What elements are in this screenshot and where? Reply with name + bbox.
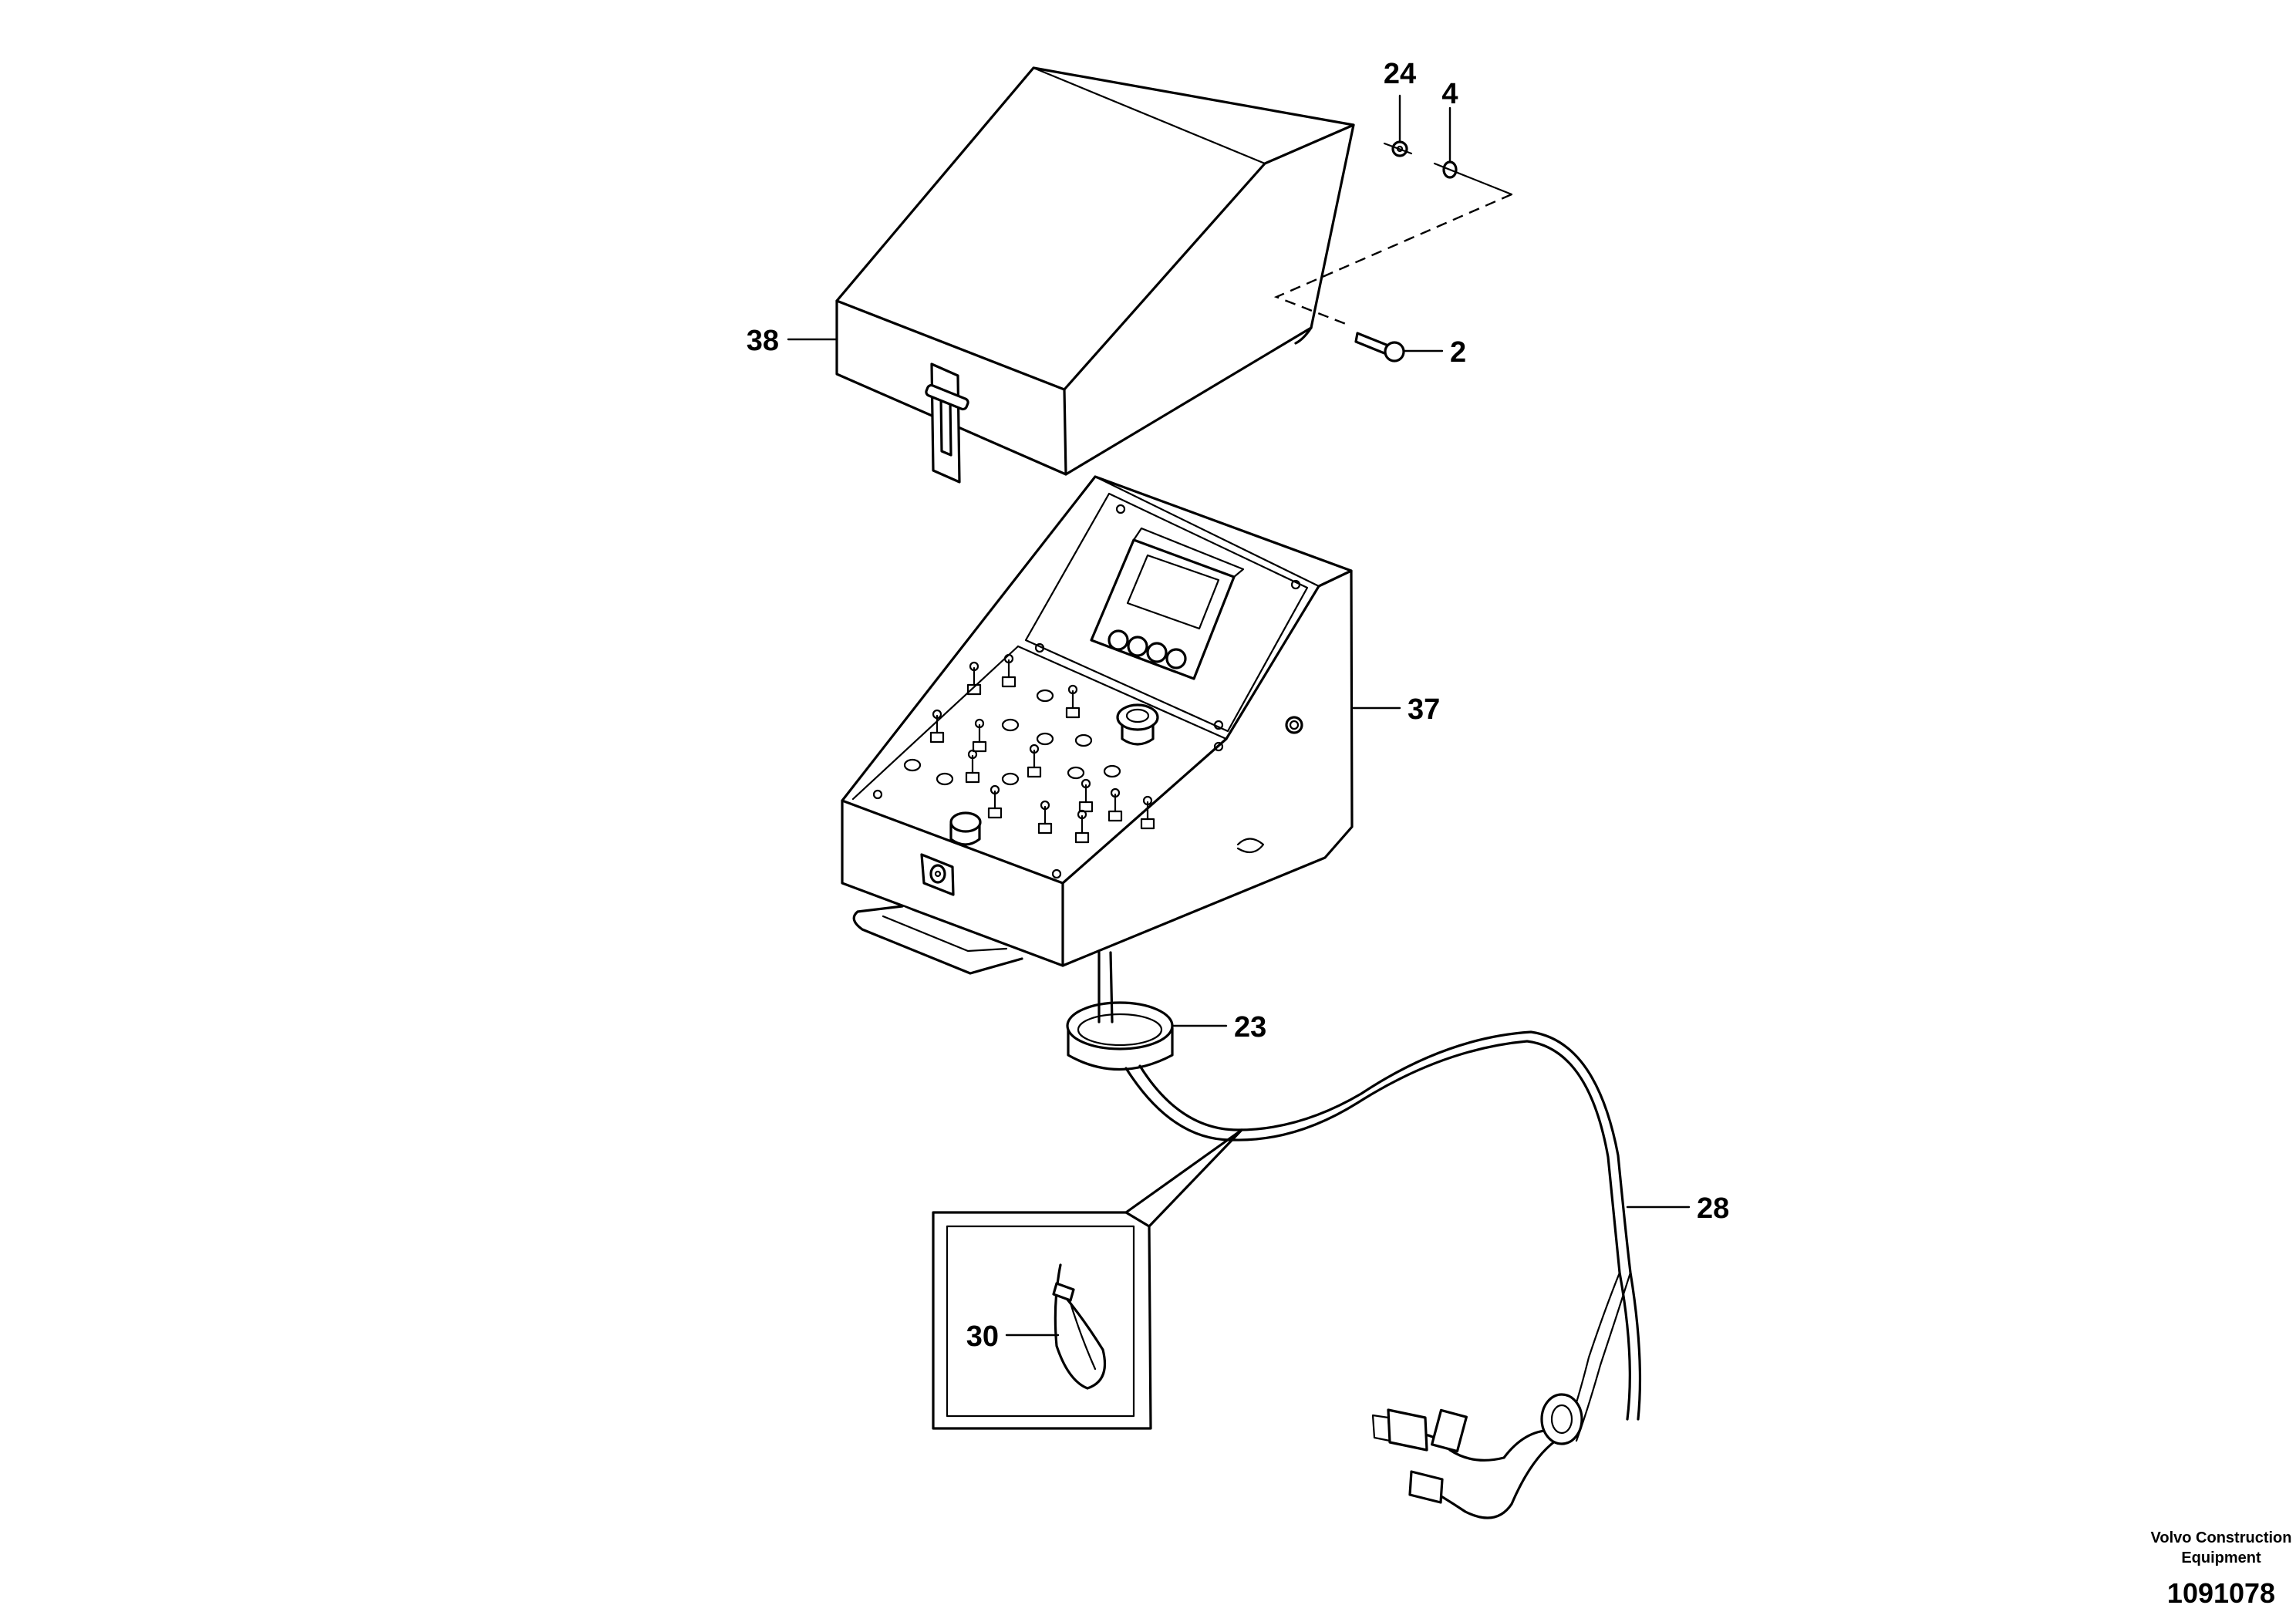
cover-illustration (835, 66, 1355, 484)
fasteners-illustration (1273, 140, 1513, 363)
company-name-line1: Volvo Construction (2151, 1529, 2292, 1546)
callout-4: 4 (1441, 78, 1458, 110)
drawing-number: 1091078 (2167, 1577, 2275, 1609)
callout-37: 37 (1408, 693, 1440, 726)
push-button (949, 811, 982, 846)
callout-23: 23 (1234, 1011, 1266, 1044)
toggle-switches (929, 653, 1155, 844)
detail-inset (932, 1128, 1243, 1430)
indicator-lamps (903, 689, 1121, 786)
callout-28: 28 (1697, 1192, 1729, 1225)
front-lock (920, 853, 955, 896)
callout-30: 30 (966, 1320, 999, 1353)
emergency-stop-button (1116, 703, 1159, 746)
control-box-illustration (841, 475, 1354, 975)
callout-2: 2 (1450, 336, 1466, 369)
cable-harness-illustration (1124, 1030, 1642, 1519)
leader-lines (787, 94, 1691, 1337)
company-name-line2: Equipment (2181, 1549, 2261, 1566)
callout-38: 38 (747, 325, 779, 357)
display-screen (1090, 527, 1245, 680)
callout-24: 24 (1384, 58, 1416, 90)
grommet-illustration (1066, 951, 1174, 1071)
